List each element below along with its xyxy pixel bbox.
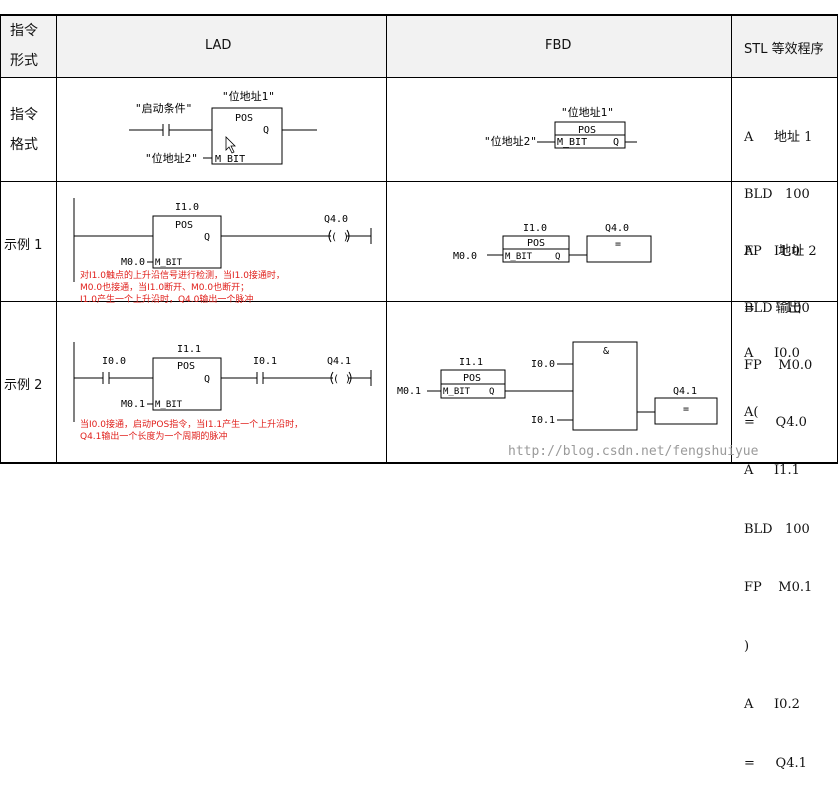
row-example1-label: 示例 1 <box>4 238 43 253</box>
example2-note: 当I0.0接通，启动POS指令，当I1.1产生一个上升沿时， Q4.1输出一个长… <box>80 419 303 443</box>
mouse-cursor-icon <box>225 136 236 154</box>
example2-lad-mbit: M_BIT <box>155 400 183 410</box>
header-lad: LAD <box>205 38 232 53</box>
format-fbd-addr1: "位地址1" <box>561 105 614 119</box>
example2-fbd-i00: I0.0 <box>531 359 555 370</box>
example1-stl: A I1.0 BLD 100 FP M0.0 = Q4.0 <box>744 204 812 451</box>
header-fbd: FBD <box>545 38 572 53</box>
example2-stl-line: ) <box>744 638 750 654</box>
example2-fbd-pos: POS <box>463 373 481 384</box>
header-background <box>0 14 838 77</box>
format-lad-addr1: "位地址1" <box>222 89 275 103</box>
example1-lad-q40: Q4.0 <box>324 214 348 225</box>
example1-stl-line: = Q4.0 <box>744 415 807 430</box>
example1-fbd-q40: Q4.0 <box>605 223 629 234</box>
example2-lad-m01: M0.1 <box>121 399 145 410</box>
instruction-table <box>0 14 838 464</box>
example2-lad-pos: POS <box>177 361 195 372</box>
example2-stl: A I0.0 A( A I1.1 BLD 100 FP M0.1 ) A I0.… <box>744 305 812 793</box>
format-lad-start-cond: "启动条件" <box>135 101 192 115</box>
example2-lad-diagram: I0.0 I1.1 POS Q I0.1 Q4.1 ( ) M0.1 M_BIT <box>73 342 372 422</box>
example1-note: 对I1.0触点的上升沿信号进行检测，当I1.0接通时， M0.0也接通，当I1.… <box>80 270 285 306</box>
example2-stl-line: FP M0.1 <box>744 580 813 595</box>
format-lad-pos: POS <box>235 113 253 124</box>
example2-lad-i00: I0.0 <box>102 356 126 367</box>
col-divider-3 <box>731 14 732 464</box>
example1-lad-mbit: M_BIT <box>155 258 183 268</box>
row-divider-format <box>0 181 838 182</box>
example2-fbd-m01: M0.1 <box>397 386 421 397</box>
format-stl-line: = 输出 <box>744 301 802 316</box>
format-stl-line: A 地址 1 <box>744 130 813 145</box>
row-divider-example1 <box>0 301 838 302</box>
example2-fbd-i01: I0.1 <box>531 415 555 426</box>
header-stl: STL 等效程序 <box>744 42 824 57</box>
example2-stl-line: A I0.2 <box>744 697 800 712</box>
example2-fbd-i11: I1.1 <box>459 357 483 368</box>
example2-stl-line: = Q4.1 <box>744 755 807 771</box>
example2-note-line: Q4.1输出一个长度为一个周期的脉冲 <box>80 432 228 442</box>
example1-fbd-pos: POS <box>527 238 545 249</box>
example2-lad-i11: I1.1 <box>177 344 201 355</box>
example1-stl-line: A I1.0 <box>744 244 800 259</box>
format-fbd-q: Q <box>613 137 619 148</box>
example1-fbd-i10: I1.0 <box>523 223 547 234</box>
example2-stl-line: BLD 100 <box>744 521 810 537</box>
example1-lad-coil: ( ) <box>331 232 349 243</box>
example2-fbd-eq: = <box>683 404 689 415</box>
format-fbd-diagram: "位地址1" POS "位地址2" M_BIT Q <box>484 105 637 149</box>
example1-lad-diagram: I1.0 POS Q Q4.0 ( ) M0.0 M_BIT <box>73 198 372 282</box>
example2-fbd-q: Q <box>489 387 494 397</box>
col-divider-1 <box>56 14 57 464</box>
example2-lad-coil: ( ) <box>333 374 351 385</box>
example1-fbd-diagram: I1.0 POS M_BIT Q M0.0 Q4.0 = <box>453 223 652 263</box>
example2-stl-line: A I0.0 <box>744 346 800 361</box>
header-col1-line1: 指令 <box>10 23 38 39</box>
row-divider-header <box>0 77 838 78</box>
example1-stl-line: FP M0.0 <box>744 358 813 373</box>
format-lad-q: Q <box>263 125 269 136</box>
format-lad-mbit: M_BIT <box>215 154 245 165</box>
example2-lad-q41: Q4.1 <box>327 356 351 367</box>
example1-stl-line: BLD 100 <box>744 301 810 316</box>
example2-lad-i01: I0.1 <box>253 356 277 367</box>
example2-fbd-diagram: & I0.0 I0.1 I1.1 POS M_BIT Q M0.1 Q4.1 = <box>397 341 718 431</box>
example1-lad-pos: POS <box>175 220 193 231</box>
example1-lad-m00: M0.0 <box>121 257 145 268</box>
example1-note-line: M0.0也接通，当I1.0断开、M0.0也断开； <box>80 283 250 293</box>
row-format-line2: 格式 <box>10 137 38 153</box>
format-stl: A 地址 1 BLD 100 FP 地址 2 = 输出 <box>744 90 817 337</box>
example1-lad-q: Q <box>204 232 210 243</box>
col-divider-2 <box>386 14 387 464</box>
format-lad-diagram: "启动条件" "位地址1" POS Q "位地址2" M_BIT <box>129 89 317 165</box>
example2-lad-q: Q <box>204 374 210 385</box>
row-example2-label: 示例 2 <box>4 378 43 393</box>
example1-fbd-m00: M0.0 <box>453 251 477 262</box>
example1-fbd-q: Q <box>555 252 560 262</box>
format-fbd-mbit: M_BIT <box>557 137 587 148</box>
example2-stl-line: A I1.1 <box>744 463 800 478</box>
example1-lad-i10: I1.0 <box>175 202 199 213</box>
format-fbd-addr2: "位地址2" <box>484 134 537 148</box>
example1-fbd-mbit: M_BIT <box>505 252 533 262</box>
example2-note-line: 当I0.0接通，启动POS指令，当I1.1产生一个上升沿时， <box>80 420 304 430</box>
example1-note-line: I1.0产生一个上升沿时，Q4.0输出一个脉冲 <box>80 295 254 305</box>
header-col1-line2: 形式 <box>10 53 38 69</box>
example2-fbd-mbit: M_BIT <box>443 387 471 397</box>
format-fbd-pos: POS <box>578 125 596 136</box>
row-format-line1: 指令 <box>10 107 38 123</box>
example1-fbd-eq: = <box>615 239 621 250</box>
example2-stl-line: A( <box>744 404 759 420</box>
example2-fbd-and: & <box>603 346 609 357</box>
example1-note-line: 对I1.0触点的上升沿信号进行检测，当I1.0接通时， <box>80 271 285 281</box>
format-lad-addr2: "位地址2" <box>145 151 198 165</box>
example2-fbd-q41: Q4.1 <box>673 386 697 397</box>
watermark: http://blog.csdn.net/fengshuiyue <box>508 444 759 459</box>
format-stl-line: FP 地址 2 <box>744 244 817 259</box>
format-stl-line: BLD 100 <box>744 187 810 202</box>
